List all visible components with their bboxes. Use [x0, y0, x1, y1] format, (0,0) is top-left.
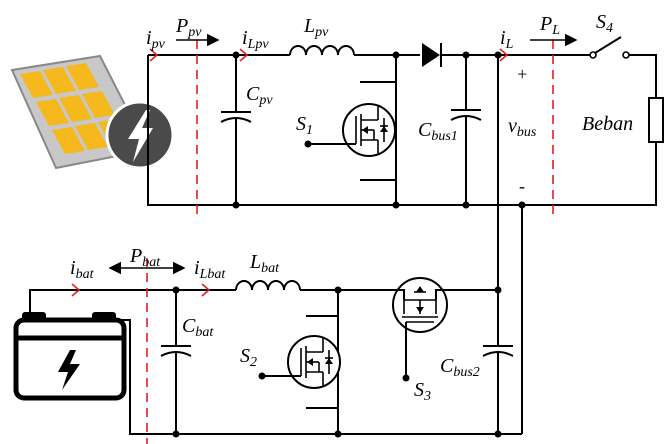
label-c-bus2: Cbus2 [440, 355, 480, 380]
label-p-bat: Pbat [129, 245, 161, 270]
capacitor-cbus1 [450, 55, 482, 205]
label-s2: S2 [240, 345, 257, 370]
pv-converter-wiring [147, 36, 664, 209]
label-i-pv: ipv [146, 27, 166, 52]
load-resistor [648, 97, 664, 143]
battery-icon [13, 312, 127, 401]
mosfet-s3 [390, 277, 450, 382]
switch-s4 [589, 36, 630, 59]
label-plus: + [516, 64, 528, 84]
capacitor-cpv [220, 55, 252, 205]
label-p-pv: Ppv [175, 15, 202, 40]
label-s4: S4 [596, 11, 613, 36]
capacitor-cbus2 [482, 290, 514, 434]
label-s3: S3 [414, 379, 431, 404]
label-minus: - [519, 176, 525, 196]
label-c-pv: Cpv [246, 83, 273, 108]
label-i-l: iL [500, 27, 514, 52]
inductor-lpv [289, 45, 355, 56]
label-c-bat: Cbat [182, 315, 214, 340]
mosfet-s2 [258, 290, 341, 434]
diode [422, 43, 442, 67]
label-s1: S1 [296, 113, 313, 138]
label-v-bus: vbus [508, 115, 537, 140]
label-beban: Beban [582, 113, 633, 135]
solar-panel-icon [10, 54, 175, 170]
current-direction-markers [71, 48, 509, 297]
measurement-boundaries [146, 40, 554, 444]
inductor-lbat [235, 280, 301, 291]
label-l-pv: Lpv [303, 15, 329, 40]
label-i-lpv: iLpv [242, 27, 269, 52]
capacitor-cbat [160, 290, 192, 434]
label-i-bat: ibat [70, 257, 95, 282]
label-l-bat: Lbat [249, 251, 280, 276]
label-c-bus1: Cbus1 [418, 119, 458, 144]
label-p-l: PL [539, 13, 560, 38]
mosfet-s1 [304, 55, 397, 205]
label-i-lbat: iLbat [194, 257, 226, 282]
lightning-bolt-icon [105, 100, 175, 170]
